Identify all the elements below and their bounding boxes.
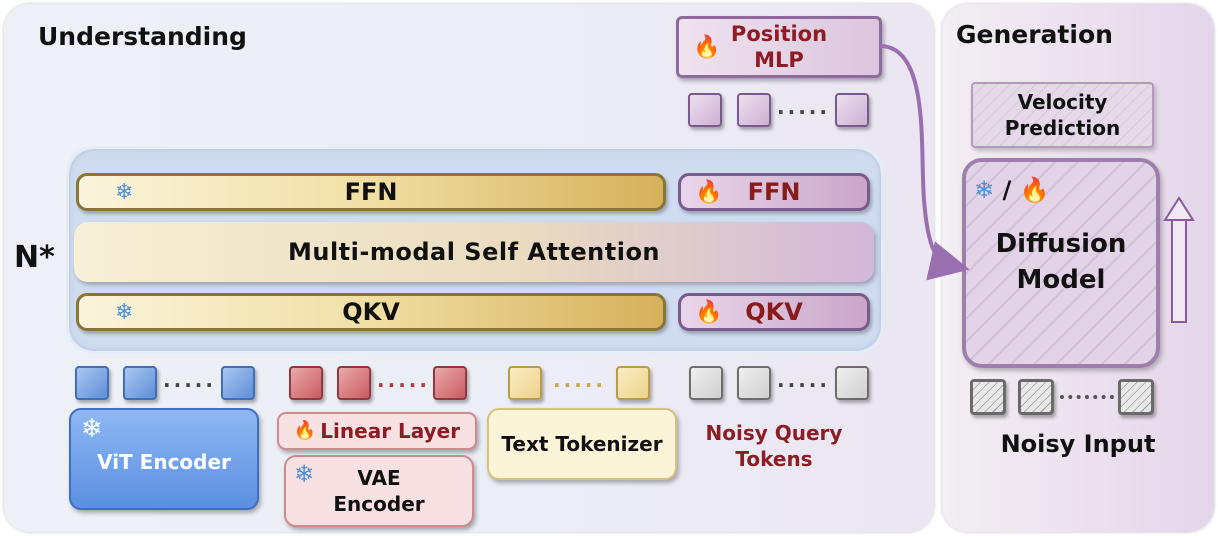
vae-encoder-line2: Encoder xyxy=(333,492,425,516)
mode-indicator: ❄ / 🔥 xyxy=(974,176,1064,206)
ffn-trainable-bar: 🔥 FFN xyxy=(678,173,870,211)
token-ellipsis: ····· xyxy=(777,100,830,124)
snowflake-icon: ❄ xyxy=(115,300,134,325)
text-token xyxy=(616,366,650,400)
vae-token xyxy=(289,366,323,400)
ffn-trainable-label: FFN xyxy=(747,178,801,206)
vae-encoder-block: ❄ VAE Encoder xyxy=(284,455,474,527)
text-tokenizer-label: Text Tokenizer xyxy=(501,432,663,456)
text-tokenizer-block: Text Tokenizer xyxy=(487,408,677,480)
vision-token xyxy=(75,366,109,400)
token-ellipsis: ····· xyxy=(553,373,606,397)
repeat-label: N* xyxy=(14,240,55,275)
snowflake-icon: ❄ xyxy=(115,180,134,205)
token-ellipsis: ····· xyxy=(777,373,830,397)
token-ellipsis: ····· xyxy=(163,373,216,397)
noisy-input-label: Noisy Input xyxy=(1000,430,1156,458)
query-token xyxy=(689,366,723,400)
position-token xyxy=(737,93,771,127)
qkv-frozen-label: QKV xyxy=(342,298,400,326)
velocity-line2: Prediction xyxy=(1004,116,1121,140)
noisy-input-token xyxy=(1018,379,1054,415)
snowflake-icon: ❄ xyxy=(81,414,103,444)
query-token xyxy=(737,366,771,400)
noisy-query-label: Noisy Query Tokens xyxy=(686,420,862,476)
diffusion-line2: Model xyxy=(1016,265,1106,295)
linear-layer-block: 🔥 Linear Layer xyxy=(277,412,477,450)
vit-encoder-block: ❄ ViT Encoder xyxy=(69,408,259,510)
qkv-trainable-label: QKV xyxy=(745,298,803,326)
vision-token xyxy=(221,366,255,400)
linear-layer-label: Linear Layer xyxy=(320,419,461,443)
noisy-query-line2: Tokens xyxy=(735,447,813,471)
fire-icon: 🔥 xyxy=(695,300,723,325)
vae-token xyxy=(433,366,467,400)
noisy-query-line1: Noisy Query xyxy=(705,421,843,445)
token-ellipsis: ····· xyxy=(377,373,430,397)
token-ellipsis xyxy=(1060,395,1114,399)
fire-icon: 🔥 xyxy=(693,35,721,60)
ffn-frozen-bar: ❄ FFN xyxy=(76,173,666,211)
vision-token xyxy=(123,366,157,400)
query-token xyxy=(835,366,869,400)
vae-encoder-line1: VAE xyxy=(357,466,401,490)
qkv-trainable-bar: 🔥 QKV xyxy=(678,293,870,331)
text-token xyxy=(508,366,542,400)
up-arrow-icon xyxy=(1163,196,1195,323)
velocity-line1: Velocity xyxy=(1017,90,1108,114)
ffn-frozen-label: FFN xyxy=(344,178,398,206)
position-token xyxy=(835,93,869,127)
position-mlp-block: 🔥 Position MLP xyxy=(676,16,882,78)
position-mlp-line2: MLP xyxy=(754,48,804,72)
understanding-title: Understanding xyxy=(38,22,247,51)
vae-token xyxy=(337,366,371,400)
position-mlp-line1: Position xyxy=(730,22,828,46)
noisy-input-token xyxy=(970,379,1006,415)
position-token xyxy=(688,93,722,127)
velocity-prediction-block: Velocity Prediction xyxy=(971,82,1154,148)
self-attention-bar: Multi-modal Self Attention xyxy=(74,222,874,282)
fire-icon: 🔥 xyxy=(1019,176,1050,204)
diffusion-model-label: Diffusion Model xyxy=(962,226,1160,306)
generation-title: Generation xyxy=(956,20,1113,49)
snowflake-icon: ❄ xyxy=(294,460,315,488)
self-attention-label: Multi-modal Self Attention xyxy=(287,238,661,266)
diffusion-line1: Diffusion xyxy=(995,229,1127,259)
vit-encoder-label: ViT Encoder xyxy=(97,450,231,474)
position-to-diffusion-arrow xyxy=(879,44,970,281)
mode-separator: / xyxy=(1002,176,1012,204)
fire-icon: 🔥 xyxy=(293,420,317,441)
qkv-frozen-bar: ❄ QKV xyxy=(76,293,666,331)
fire-icon: 🔥 xyxy=(695,180,723,205)
diffusion-model-block xyxy=(962,158,1160,368)
snowflake-icon: ❄ xyxy=(974,176,995,204)
noisy-input-token xyxy=(1118,379,1154,415)
